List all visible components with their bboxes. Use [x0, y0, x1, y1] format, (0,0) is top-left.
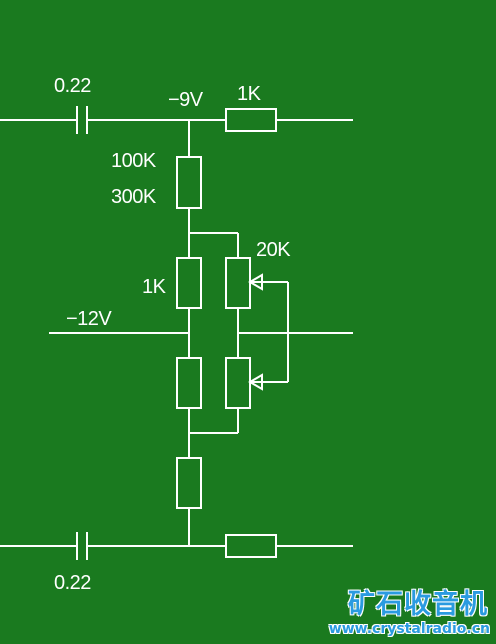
wiper-arrow-lower	[248, 373, 263, 391]
label-cap-top: 0.22	[54, 75, 91, 97]
label-res-top-right: 1K	[237, 83, 261, 105]
label-pot: 20K	[256, 239, 291, 261]
resistor-bottom-right	[225, 534, 277, 558]
label-voltage-top: −9V	[168, 89, 203, 111]
potentiometer-upper	[225, 257, 251, 309]
potentiometer-lower	[225, 357, 251, 409]
watermark-title: 矿石收音机	[348, 589, 488, 620]
label-res-upper-1: 100K	[111, 150, 156, 172]
label-res-upper-2: 300K	[111, 186, 156, 208]
resistor-mid-left	[176, 257, 202, 309]
resistor-upper	[176, 156, 202, 209]
watermark-url: www.crystalradio.cn	[328, 621, 490, 637]
wiper-arrow-upper	[248, 273, 263, 291]
label-res-mid: 1K	[142, 276, 166, 298]
label-cap-bottom: 0.22	[54, 572, 91, 594]
label-voltage-mid: −12V	[66, 308, 112, 330]
resistor-bottom	[176, 457, 202, 509]
resistor-top-right	[225, 108, 277, 132]
resistor-lower-left	[176, 357, 202, 409]
